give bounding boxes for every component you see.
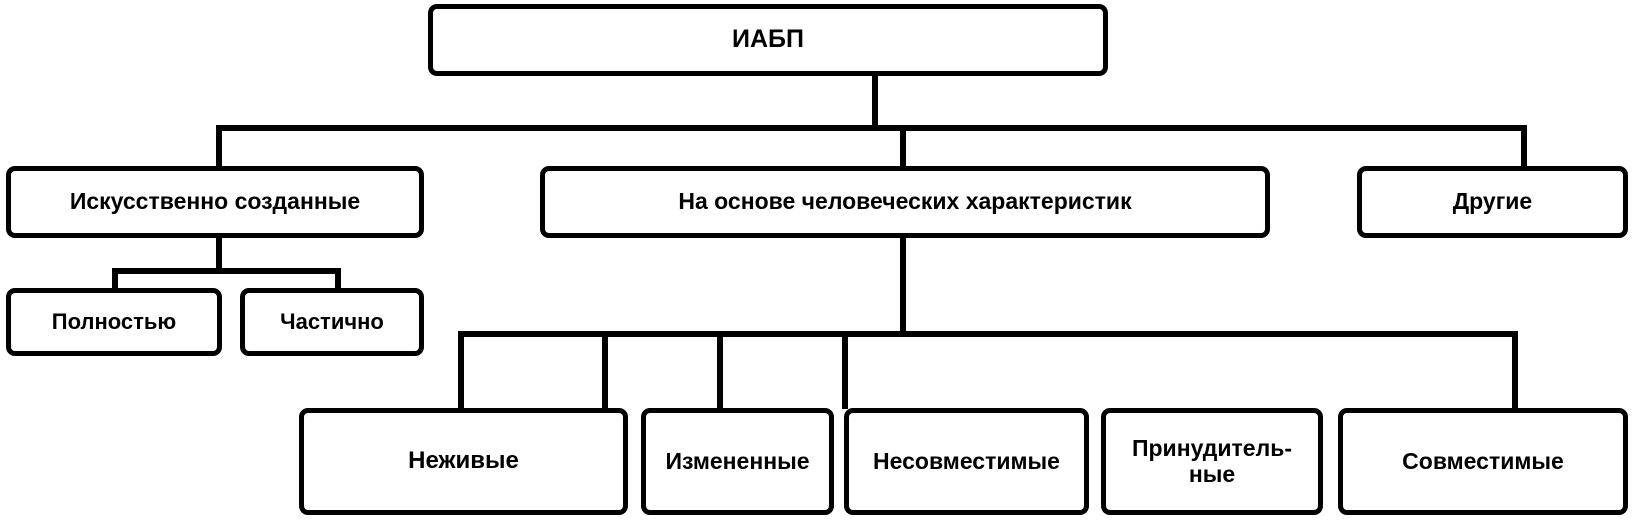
connector-drop-compatible [1512, 331, 1518, 409]
connector-drop-others [1521, 125, 1527, 168]
connector-artificial-stem [216, 238, 222, 274]
node-human-based-label: На основе человеческих характеристик [678, 188, 1132, 215]
node-partially-label: Частично [280, 308, 384, 334]
node-inanimate[interactable]: Неживые [299, 408, 628, 515]
node-others-label: Другие [1452, 188, 1533, 215]
connector-human-based-stem [900, 238, 906, 336]
node-inanimate-label: Неживые [408, 447, 519, 475]
connector-drop-forced [842, 331, 848, 409]
node-changed[interactable]: Измененные [641, 408, 834, 515]
connector-drop-fully [112, 268, 118, 290]
node-root-label: ИАБП [732, 25, 804, 54]
connector-drop-inanimate [458, 331, 464, 409]
node-compatible-label: Совместимые [1402, 447, 1564, 474]
connector-root-stem [872, 76, 878, 128]
node-changed-label: Измененные [665, 447, 810, 474]
connector-drop-incompatible [717, 331, 723, 409]
node-compatible[interactable]: Совместимые [1338, 408, 1628, 515]
node-incompatible-label: Несовместимые [873, 447, 1060, 474]
connector-drop-changed [602, 331, 608, 409]
connector-bottom-bar [458, 331, 1518, 337]
node-root[interactable]: ИАБП [428, 4, 1108, 76]
node-fully[interactable]: Полностью [6, 288, 222, 356]
node-partially[interactable]: Частично [240, 288, 424, 356]
node-others[interactable]: Другие [1357, 166, 1628, 238]
connector-drop-artificial [216, 125, 222, 168]
node-artificial-label: Искусственно созданные [69, 188, 361, 215]
connector-level2-bar [216, 125, 1527, 131]
connector-artificial-bar [112, 268, 341, 274]
node-forced[interactable]: Принудитель- ные [1101, 408, 1323, 515]
connector-drop-partially [335, 268, 341, 290]
node-artificial[interactable]: Искусственно созданные [6, 166, 424, 238]
connector-drop-human-based [900, 125, 906, 168]
node-incompatible[interactable]: Несовместимые [844, 408, 1089, 515]
node-fully-label: Полностью [51, 308, 177, 334]
node-human-based[interactable]: На основе человеческих характеристик [540, 166, 1270, 238]
node-forced-label: Принудитель- ные [1131, 435, 1293, 487]
